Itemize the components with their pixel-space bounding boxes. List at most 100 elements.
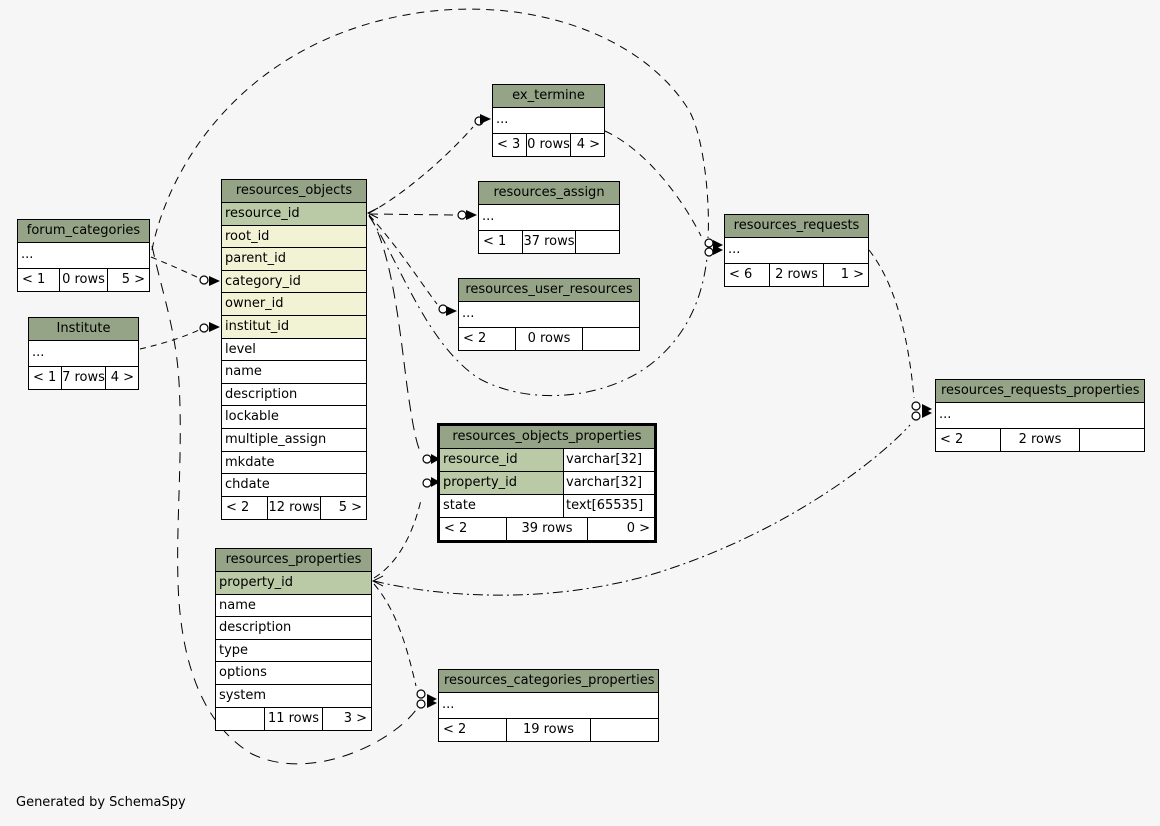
- rel-forumcategories-objects: [150, 256, 200, 279]
- column-row: resource_id: [222, 203, 366, 226]
- crowfoot-requests-properties: [911, 401, 932, 421]
- column-type: varchar[32]: [563, 449, 654, 471]
- crowfoot-resources-assign: [457, 210, 477, 220]
- hidden-children-count: 5 >: [121, 272, 146, 287]
- row-count: 2 rows: [769, 264, 824, 286]
- column-row: chdate: [222, 474, 366, 497]
- table-footer: < 3 0 rows 4 >: [493, 134, 604, 156]
- column-row: description: [222, 383, 366, 407]
- crowfoot-objects-properties-property-id: [422, 477, 440, 488]
- column-name: options: [219, 665, 267, 681]
- rel-extermine-requests: [604, 130, 702, 237]
- table-columns: ...: [725, 238, 868, 264]
- parent-anchor-property-id: [371, 575, 384, 587]
- column-name: name: [219, 597, 256, 613]
- column-row: owner_id: [222, 293, 366, 316]
- column-row: ...: [936, 403, 1144, 429]
- column-name: category_id: [222, 270, 366, 293]
- column-name: ...: [442, 697, 455, 712]
- table-title[interactable]: Institute: [29, 318, 138, 341]
- column-row: options: [216, 662, 371, 685]
- table-resources-requests-properties[interactable]: resources_requests_properties ... < 2 2 …: [935, 379, 1145, 452]
- column-row: mkdate: [222, 451, 366, 475]
- hidden-parents-count: < 6: [729, 267, 753, 282]
- table-title[interactable]: forum_categories: [18, 220, 149, 243]
- column-name: property_id: [216, 572, 371, 594]
- parent-anchor-resource-id: [366, 207, 379, 219]
- row-count: 0 rows: [526, 134, 571, 156]
- hidden-children-count: [583, 328, 639, 350]
- column-name: multiple_assign: [225, 431, 327, 447]
- table-institute[interactable]: Institute ... < 1 7 rows 4 >: [28, 317, 139, 390]
- crowfoot-categories-properties: [416, 689, 437, 709]
- rel-institute-objects: [139, 329, 200, 350]
- hidden-parents-count: < 1: [483, 234, 507, 249]
- table-columns: ...: [936, 403, 1144, 429]
- row-count: 7 rows: [61, 367, 106, 389]
- rel-bottom-ellipse: [368, 215, 708, 397]
- table-title[interactable]: ex_termine: [493, 85, 604, 108]
- hidden-children-count: 0 >: [626, 521, 650, 536]
- crowfoot-institut-id: [199, 322, 220, 333]
- hidden-parents-count: < 2: [226, 499, 250, 515]
- hidden-children-count: 4 >: [110, 370, 135, 385]
- table-resources-objects-properties[interactable]: resources_objects_properties resource_id…: [437, 423, 657, 543]
- rel-properties-requestsproperties: [373, 424, 911, 596]
- table-resources-user-resources[interactable]: resources_user_resources ... < 2 0 rows: [458, 278, 640, 351]
- column-name: root_id: [222, 225, 366, 248]
- hidden-children-count: [1080, 429, 1144, 451]
- rel-top-loop: [151, 8, 709, 251]
- table-columns: ...: [29, 341, 138, 367]
- column-row: level: [222, 338, 366, 362]
- row-count: 2 rows: [1000, 429, 1080, 451]
- rel-left-loop: [151, 245, 417, 765]
- column-row: ...: [29, 341, 138, 367]
- column-name: type: [219, 642, 249, 658]
- table-title[interactable]: resources_assign: [479, 182, 619, 205]
- column-name: parent_id: [222, 248, 366, 270]
- table-title[interactable]: resources_objects_properties: [440, 426, 654, 449]
- column-name: description: [225, 386, 298, 402]
- table-ex-termine[interactable]: ex_termine ... < 3 0 rows 4 >: [492, 84, 605, 157]
- table-footer: < 1 7 rows 4 >: [29, 367, 138, 389]
- hidden-children-count: [576, 231, 619, 253]
- table-resources-assign[interactable]: resources_assign ... < 1 37 rows: [478, 181, 620, 254]
- generator-credit: Generated by SchemaSpy: [16, 795, 186, 810]
- column-name: ...: [939, 407, 952, 422]
- column-name: name: [225, 364, 262, 380]
- table-resources-categories-properties[interactable]: resources_categories_properties ... < 2 …: [438, 669, 659, 742]
- table-forum-categories[interactable]: forum_categories ... < 1 0 rows 5 >: [17, 219, 150, 292]
- table-title[interactable]: resources_requests_properties: [936, 380, 1144, 403]
- table-title[interactable]: resources_requests: [725, 215, 868, 238]
- table-columns: ...: [459, 302, 639, 328]
- column-row: ...: [725, 238, 868, 264]
- table-resources-requests[interactable]: resources_requests ... < 6 2 rows 1 >: [724, 214, 869, 287]
- table-columns: ...: [439, 693, 658, 719]
- table-title[interactable]: resources_user_resources: [459, 279, 639, 302]
- column-row: ...: [479, 205, 619, 231]
- rel-requests-requestsproperties: [868, 249, 915, 399]
- hidden-parents-count: < 3: [497, 137, 521, 152]
- column-row: category_id: [222, 270, 366, 294]
- column-name: description: [219, 620, 292, 636]
- hidden-parents-count: < 2: [463, 331, 487, 346]
- hidden-parents-count: < 2: [940, 432, 964, 447]
- table-title[interactable]: resources_properties: [216, 549, 371, 572]
- rel-objects-userresources: [368, 214, 438, 305]
- table-footer: < 2 39 rows 0 >: [440, 518, 654, 540]
- table-title[interactable]: resources_categories_properties: [439, 670, 658, 693]
- table-title[interactable]: resources_objects: [222, 180, 366, 203]
- table-footer: < 2 19 rows: [439, 719, 658, 741]
- column-name: state: [443, 498, 476, 513]
- column-name: resource_id: [222, 203, 366, 225]
- column-row: ...: [493, 108, 604, 134]
- table-footer: < 1 37 rows: [479, 231, 619, 253]
- column-name: ...: [482, 209, 495, 224]
- crowfoot-resources-requests: [704, 238, 723, 257]
- column-name: institut_id: [222, 315, 366, 338]
